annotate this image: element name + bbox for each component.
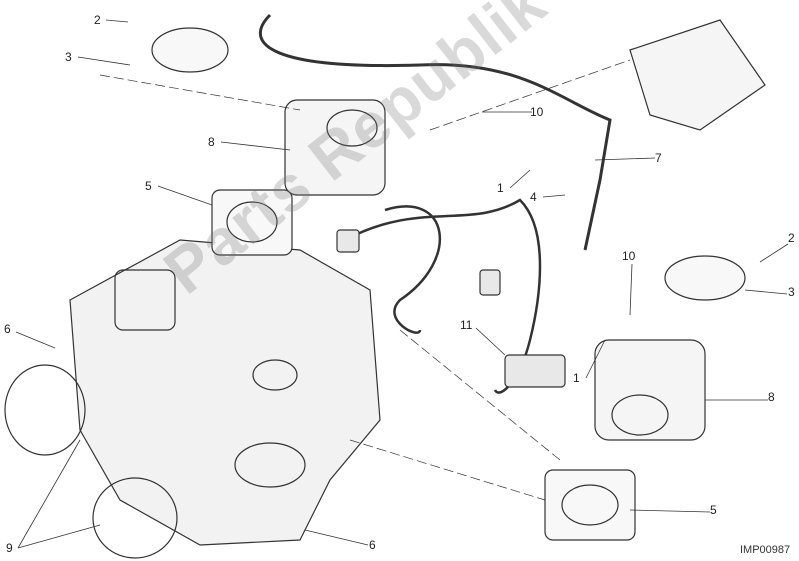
airbox-port <box>234 442 306 488</box>
callout-5: 5 <box>710 503 717 517</box>
callout-4: 4 <box>530 190 537 204</box>
callout-6: 6 <box>369 538 376 552</box>
callout-1: 1 <box>497 181 504 195</box>
airbox <box>69 239 381 546</box>
callout-2: 2 <box>94 13 101 27</box>
assembly-dashed-lines <box>99 59 631 501</box>
callout-11: 11 <box>460 318 473 332</box>
throttle-bore <box>611 394 669 436</box>
hose-clamp <box>4 364 86 456</box>
callout-8: 8 <box>768 390 775 404</box>
callout-10: 10 <box>622 249 636 263</box>
callout-10: 10 <box>530 105 544 119</box>
intake-funnel <box>151 27 229 73</box>
cover-plate <box>629 19 766 131</box>
flange <box>211 189 293 256</box>
callout-3: 3 <box>65 50 72 64</box>
flange-bore <box>226 201 278 243</box>
callout-7: 7 <box>655 151 662 165</box>
throttle-bore <box>326 109 378 147</box>
connector <box>336 229 360 253</box>
callout-5: 5 <box>145 179 152 193</box>
hose-clamp <box>92 477 178 559</box>
wiring-harness <box>384 205 442 334</box>
leader-lines <box>15 19 789 549</box>
throttle-body <box>594 339 706 441</box>
callout-8: 8 <box>208 135 215 149</box>
throttle-body <box>284 99 386 196</box>
callout-1: 1 <box>573 371 580 385</box>
vacuum-hose <box>258 13 612 251</box>
airbox-window <box>114 269 176 331</box>
airbox-port <box>252 359 298 391</box>
connector <box>504 354 566 388</box>
callout-9: 9 <box>6 541 13 555</box>
intake-funnel <box>664 255 746 301</box>
callout-2: 2 <box>788 231 795 245</box>
callout-3: 3 <box>788 285 795 299</box>
callout-6: 6 <box>4 322 11 336</box>
flange-bore <box>561 484 619 526</box>
connector <box>479 269 501 296</box>
flange <box>544 469 636 541</box>
drawing-code: IMP00987 <box>740 544 791 556</box>
